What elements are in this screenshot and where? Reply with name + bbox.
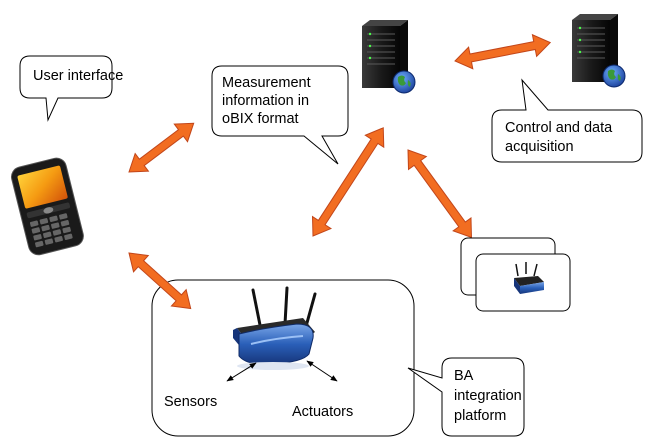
ba-label-line3: platform <box>454 408 506 424</box>
arrow-phone-to-measurement <box>128 122 195 173</box>
arrow-server-to-server <box>454 33 552 70</box>
ba-label-line2: integration <box>454 388 522 404</box>
globe-icon <box>392 70 416 94</box>
user-interface-callout <box>19 55 113 122</box>
control-label-line1: Control and data <box>505 120 613 136</box>
server-icon <box>362 20 416 94</box>
sensor-connector-arrow <box>226 362 257 382</box>
wireless-router-icon <box>233 286 317 370</box>
ba-label-line1: BA <box>454 368 474 384</box>
actuator-connector-arrow <box>306 360 338 382</box>
sensors-label: Sensors <box>164 394 217 410</box>
actuators-label: Actuators <box>292 404 353 420</box>
control-label-line2: acquisition <box>505 139 574 155</box>
measurement-label-line3: oBIX format <box>222 111 299 127</box>
arrow-phone-to-platform <box>128 252 192 310</box>
arrow-measurement-to-platform <box>311 127 385 237</box>
smartphone-icon <box>10 157 84 256</box>
arrow-server-to-monitors <box>407 149 472 239</box>
user-interface-label: User interface <box>33 68 123 84</box>
server-icon <box>572 14 626 88</box>
control-callout <box>491 78 643 163</box>
measurement-label-line2: information in <box>222 93 309 109</box>
measurement-label-line1: Measurement <box>222 75 311 91</box>
measurement-callout <box>211 65 349 165</box>
wireless-router-icon <box>514 262 544 294</box>
globe-icon <box>602 64 626 88</box>
ba-callout <box>407 357 525 437</box>
